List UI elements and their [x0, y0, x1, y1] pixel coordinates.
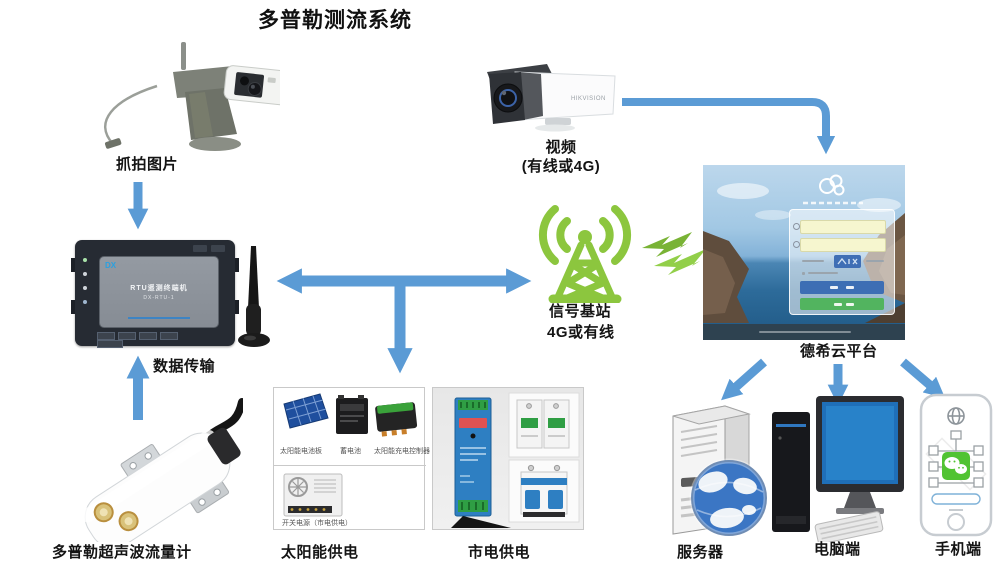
- platform-register-button: [800, 298, 884, 310]
- platform-login-button: [800, 281, 884, 294]
- arrow-platform-to-phone: [900, 358, 946, 399]
- camera-cable: [103, 84, 158, 145]
- phone-globe-icon: [947, 407, 965, 425]
- mains-power-image: [432, 387, 584, 530]
- solar-power-label: 太阳能供电: [281, 544, 359, 561]
- video-label-line1: 视频: [545, 139, 577, 156]
- video-label-line2: (有线或4G): [521, 158, 601, 175]
- platform-username-field: [800, 220, 886, 234]
- phone-pill-button: [931, 493, 981, 505]
- rtu-led-column: [81, 254, 91, 314]
- battery-caption: 蓄电池: [340, 448, 361, 455]
- camera-antenna: [181, 42, 186, 70]
- phone-label: 手机端: [935, 541, 982, 558]
- rtu-logo: DX: [105, 261, 117, 270]
- pc-label: 电脑端: [814, 541, 861, 558]
- phone-image: [919, 393, 993, 537]
- solar-panel-caption: 太阳能电池板: [280, 448, 322, 455]
- platform-footer: [703, 324, 905, 340]
- server-globe-icon: [689, 458, 767, 538]
- rtu-terminal-ports: [97, 332, 217, 348]
- charge-controller-caption: 太阳能充电控制器: [374, 448, 430, 455]
- server-image: [672, 405, 767, 538]
- switching-psu-caption: 开关电源（市电供电）: [282, 520, 352, 527]
- arrow-platform-to-server: [721, 358, 767, 401]
- pc-image: [772, 396, 904, 542]
- platform-password-field: [800, 238, 886, 252]
- camera-brand-text: HIKVISION: [571, 96, 606, 102]
- signal-tower-icon: [538, 205, 632, 303]
- platform-logo: [819, 174, 845, 196]
- mains-power-label: 市电供电: [468, 544, 531, 561]
- pc-tower: [772, 412, 810, 532]
- platform-login-card: [789, 209, 895, 315]
- phone-network-diagram: [928, 430, 984, 488]
- signal-tower-label-line1: 信号基站: [549, 303, 612, 320]
- circuit-breaker-icon: [520, 464, 568, 517]
- rtu-screen-line2: DX-RTU-1: [143, 295, 175, 301]
- cloud-platform-label: 德希云平台: [800, 343, 878, 360]
- page-title: 多普勒测流系统: [258, 9, 412, 32]
- rtu-antenna-image: [238, 246, 270, 347]
- server-label: 服务器: [677, 544, 724, 561]
- pc-keyboard: [814, 511, 884, 542]
- video-camera-image: HIKVISION: [487, 64, 616, 132]
- charge-controller-icon: [375, 402, 418, 437]
- solar-panel-icon: [283, 393, 329, 429]
- mains-power-items: [451, 392, 580, 528]
- solar-power-items: [283, 393, 418, 517]
- flow-meter-image: [80, 398, 243, 542]
- signal-tower-label-line2: 4G或有线: [547, 324, 615, 341]
- phone-home-button: [947, 513, 965, 531]
- solar-power-image: 太阳能电池板 蓄电池 太阳能充电控制器 开关电源（市电供电）: [273, 387, 430, 530]
- arrow-camera-to-platform: [622, 98, 836, 155]
- signal-bolts-icon: [642, 232, 706, 275]
- rtu-screen-line1: RTU遥测终端机: [130, 285, 188, 292]
- snapshot-camera-label: 抓拍图片: [116, 156, 179, 173]
- cloud-platform-screenshot: [703, 165, 905, 340]
- video-camera-label: 视频 (有线或4G): [505, 138, 617, 176]
- rtu-device-image: DX RTU遥测终端机 DX-RTU-1: [71, 240, 239, 348]
- rtu-screen: DX RTU遥测终端机 DX-RTU-1: [99, 256, 219, 328]
- snapshot-camera-image: [103, 42, 280, 151]
- surge-protector-icon: [516, 399, 570, 449]
- rtu-label: 数据传输: [153, 358, 216, 375]
- flow-meter-label: 多普勒超声波流量计: [52, 544, 192, 561]
- din-rail-psu-icon: [454, 397, 492, 517]
- platform-captcha: [834, 255, 861, 268]
